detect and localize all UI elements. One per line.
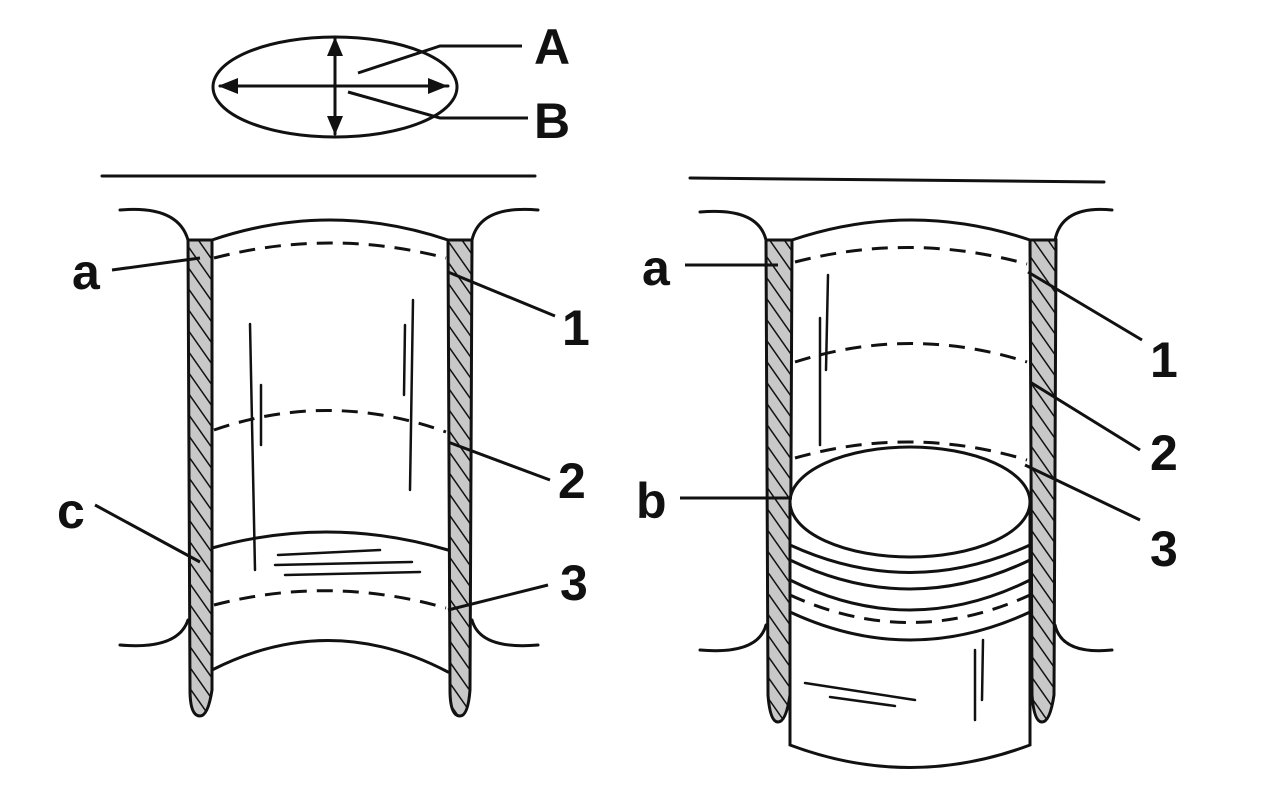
left-top-fillet-l <box>118 207 190 242</box>
left-top-fillet-r <box>470 207 540 242</box>
left-scratch-6 <box>273 560 414 567</box>
arrow-head-bottom <box>327 116 343 135</box>
left-lower-arc-bottom <box>210 639 450 674</box>
right-band-3 <box>794 440 1028 462</box>
left-wall-right <box>446 238 474 718</box>
left-band-1 <box>213 241 447 260</box>
right-label-b: b <box>636 473 667 529</box>
piston-ring-4 <box>789 593 1031 624</box>
right-label-2: 2 <box>1150 425 1178 481</box>
right-scratch-2 <box>824 273 830 372</box>
right-label-1: 1 <box>1150 332 1178 388</box>
piston-ring-5 <box>788 610 1032 642</box>
right-wall-left <box>764 238 794 724</box>
arrow-head-top <box>327 37 343 56</box>
left-leader-c <box>94 503 201 564</box>
left-scratch-3 <box>402 323 407 397</box>
piston-scratch-4 <box>980 638 985 702</box>
right-bottom-fillet-l <box>698 623 768 653</box>
piston <box>788 445 1032 769</box>
right-leader-3 <box>1024 463 1141 522</box>
left-scratch-7 <box>283 570 422 577</box>
left-leader-3 <box>447 583 549 612</box>
right-bore-top-arc <box>790 218 1032 242</box>
left-scratch-4 <box>408 298 415 492</box>
arrow-head-left <box>218 78 238 94</box>
piston-ring-1 <box>788 543 1032 574</box>
right-leader-2 <box>1029 380 1141 452</box>
leader-A <box>357 44 522 75</box>
right-deck-line <box>688 176 1106 184</box>
leader-B <box>347 90 528 120</box>
left-label-3: 3 <box>560 555 588 611</box>
left-label-1: 1 <box>562 300 590 356</box>
piston-scratch-1 <box>803 681 917 702</box>
right-leader-1 <box>1027 270 1143 342</box>
left-band-2 <box>213 409 447 434</box>
right-wall-right <box>1028 238 1058 724</box>
left-leader-1 <box>447 270 556 318</box>
left-cylinder: a 1 2 3 c <box>57 174 590 718</box>
left-label-c: c <box>57 483 85 539</box>
right-band-1 <box>794 246 1028 266</box>
left-bottom-fillet-r <box>470 618 540 648</box>
bore-ellipse-group: A B <box>211 19 570 149</box>
right-cylinder: a 1 2 3 b <box>636 176 1178 769</box>
left-bore-top-arc <box>210 218 450 242</box>
piston-body <box>788 500 1032 769</box>
left-leader-2 <box>447 440 551 482</box>
left-leader-a <box>111 256 201 272</box>
left-scratch-5 <box>276 548 382 557</box>
arrow-head-right <box>428 78 448 94</box>
right-top-fillet-l <box>698 209 768 242</box>
piston-scratch-2 <box>828 695 897 708</box>
right-label-3: 3 <box>1150 521 1178 577</box>
right-band-2 <box>794 342 1028 364</box>
piston-crown <box>788 445 1032 559</box>
left-bottom-fillet-l <box>118 618 190 648</box>
piston-ring-3 <box>788 578 1032 612</box>
label-B: B <box>534 93 570 149</box>
left-scratch-1 <box>248 322 257 572</box>
piston-ring-2 <box>788 558 1032 591</box>
right-top-fillet-r <box>1053 207 1114 242</box>
left-band-3 <box>213 589 447 610</box>
left-lower-arc-top <box>210 530 450 552</box>
label-A: A <box>534 19 570 75</box>
left-label-2: 2 <box>558 453 586 509</box>
right-label-a: a <box>642 240 671 296</box>
left-wall-left <box>186 238 214 718</box>
right-bottom-fillet-r <box>1053 623 1114 653</box>
left-label-a: a <box>72 244 101 300</box>
